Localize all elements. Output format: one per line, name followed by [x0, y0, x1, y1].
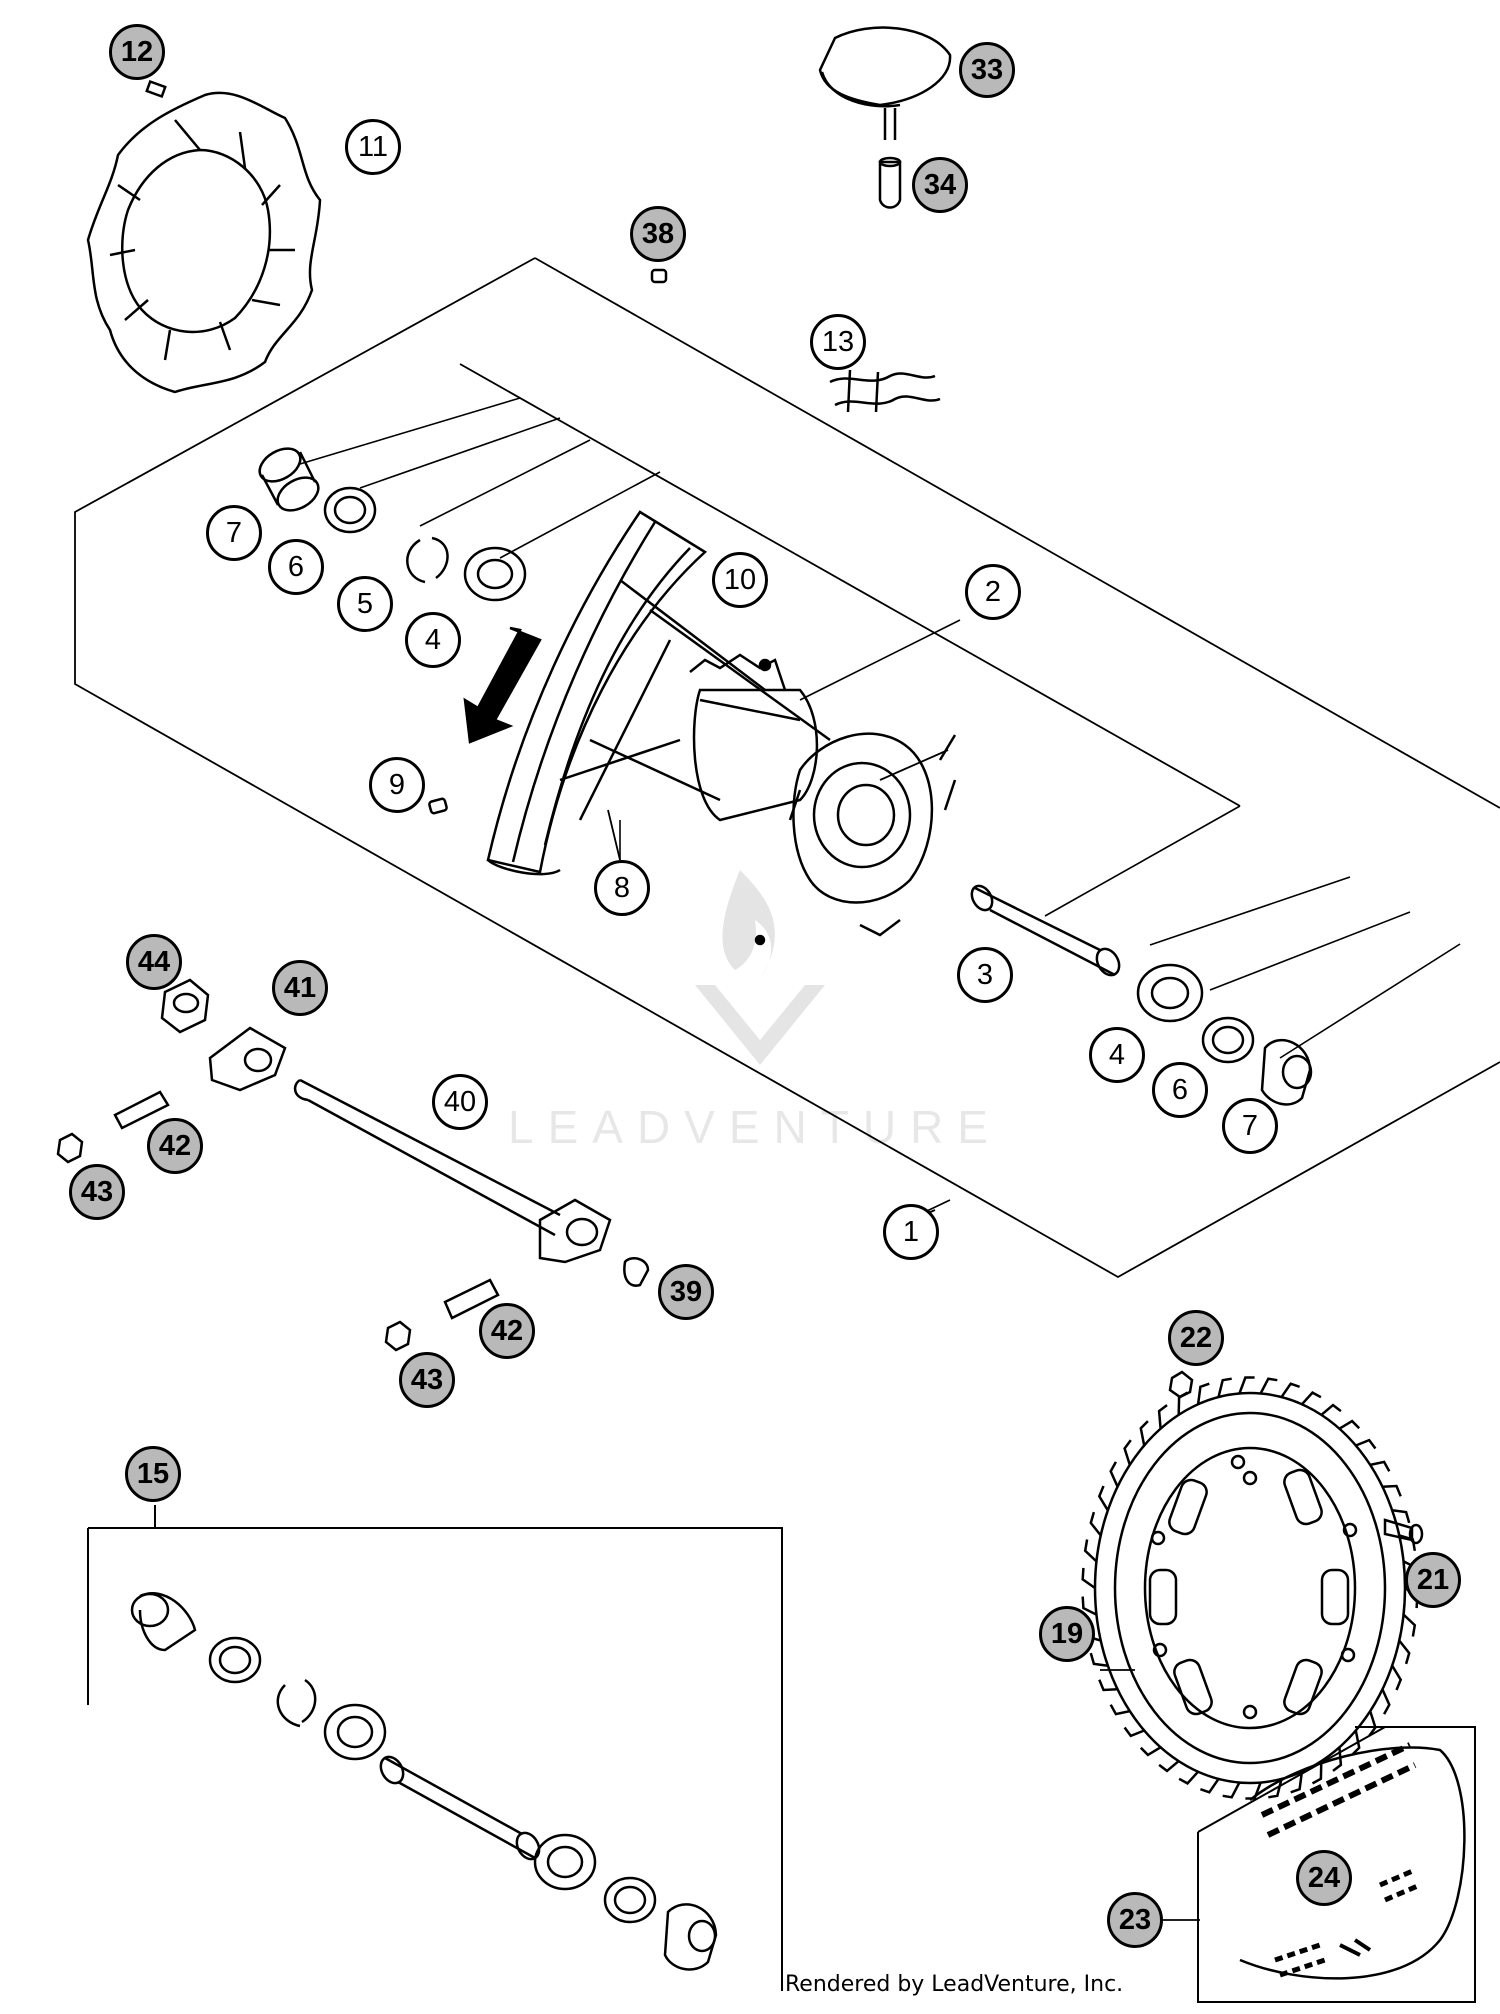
- callout-7-left[interactable]: 7: [206, 505, 262, 561]
- watermark-text: LEADVENTURE: [508, 1101, 1002, 1153]
- wheel-assembly-outline: [74, 257, 1500, 1279]
- chain-kit-part: [1197, 1726, 1476, 2003]
- sprocket-teeth: [1081, 1376, 1419, 1800]
- callout-2[interactable]: 2: [965, 564, 1021, 620]
- leadventure-watermark-logo: [695, 870, 825, 1065]
- callout-6-left[interactable]: 6: [268, 539, 324, 595]
- nipple-screw-part: [650, 268, 668, 284]
- callout-43-lower[interactable]: 43: [399, 1352, 455, 1408]
- callout-13[interactable]: 13: [810, 314, 866, 370]
- callout-42-upper[interactable]: 42: [147, 1118, 203, 1174]
- callout-21[interactable]: 21: [1405, 1552, 1461, 1608]
- callout-12[interactable]: 12: [109, 24, 165, 80]
- rim-tape-part: [829, 369, 941, 413]
- callout-leaders: [607, 749, 1200, 1921]
- callout-4-left[interactable]: 4: [405, 612, 461, 668]
- right-hub-parts: [1136, 963, 1313, 1106]
- tyre-lever-knob-part: [818, 26, 952, 209]
- left-hub-parts: [258, 447, 527, 602]
- callout-43-upper[interactable]: 43: [69, 1164, 125, 1220]
- callout-8[interactable]: 8: [594, 860, 650, 916]
- callout-23[interactable]: 23: [1107, 1892, 1163, 1948]
- callout-38[interactable]: 38: [630, 206, 686, 262]
- brake-disc-part: [86, 79, 322, 394]
- callout-7-right[interactable]: 7: [1222, 1098, 1278, 1154]
- callout-44[interactable]: 44: [126, 934, 182, 990]
- sprocket-bolt-part: [1168, 1370, 1424, 1545]
- footer-credit: Rendered by LeadVenture, Inc.: [785, 1972, 1124, 1997]
- callout-6-right[interactable]: 6: [1152, 1062, 1208, 1118]
- callout-11[interactable]: 11: [345, 119, 401, 175]
- callout-10[interactable]: 10: [712, 552, 768, 608]
- callout-9[interactable]: 9: [369, 757, 425, 813]
- callout-34[interactable]: 34: [912, 157, 968, 213]
- rotation-arrow: [463, 626, 542, 744]
- callout-5[interactable]: 5: [337, 576, 393, 632]
- spoke-nipple-part: [428, 797, 448, 815]
- callout-42-lower[interactable]: 42: [479, 1303, 535, 1359]
- hub-and-spokes-part: [559, 579, 957, 946]
- callout-4-right[interactable]: 4: [1089, 1027, 1145, 1083]
- callout-22[interactable]: 22: [1168, 1310, 1224, 1366]
- callout-39[interactable]: 39: [658, 1264, 714, 1320]
- callout-15[interactable]: 15: [125, 1446, 181, 1502]
- callout-24[interactable]: 24: [1296, 1850, 1352, 1906]
- bearing-kit-box: [87, 1505, 783, 1991]
- callout-33[interactable]: 33: [959, 42, 1015, 98]
- callout-3[interactable]: 3: [957, 947, 1013, 1003]
- spacer-tube-part: [970, 884, 1121, 977]
- callout-40[interactable]: 40: [432, 1074, 488, 1130]
- callout-1[interactable]: 1: [883, 1204, 939, 1260]
- rim-part: [486, 510, 708, 876]
- axle-parts: [56, 978, 650, 1352]
- callout-41[interactable]: 41: [272, 960, 328, 1016]
- sprocket-part: [1081, 1376, 1419, 1800]
- callout-19[interactable]: 19: [1039, 1606, 1095, 1662]
